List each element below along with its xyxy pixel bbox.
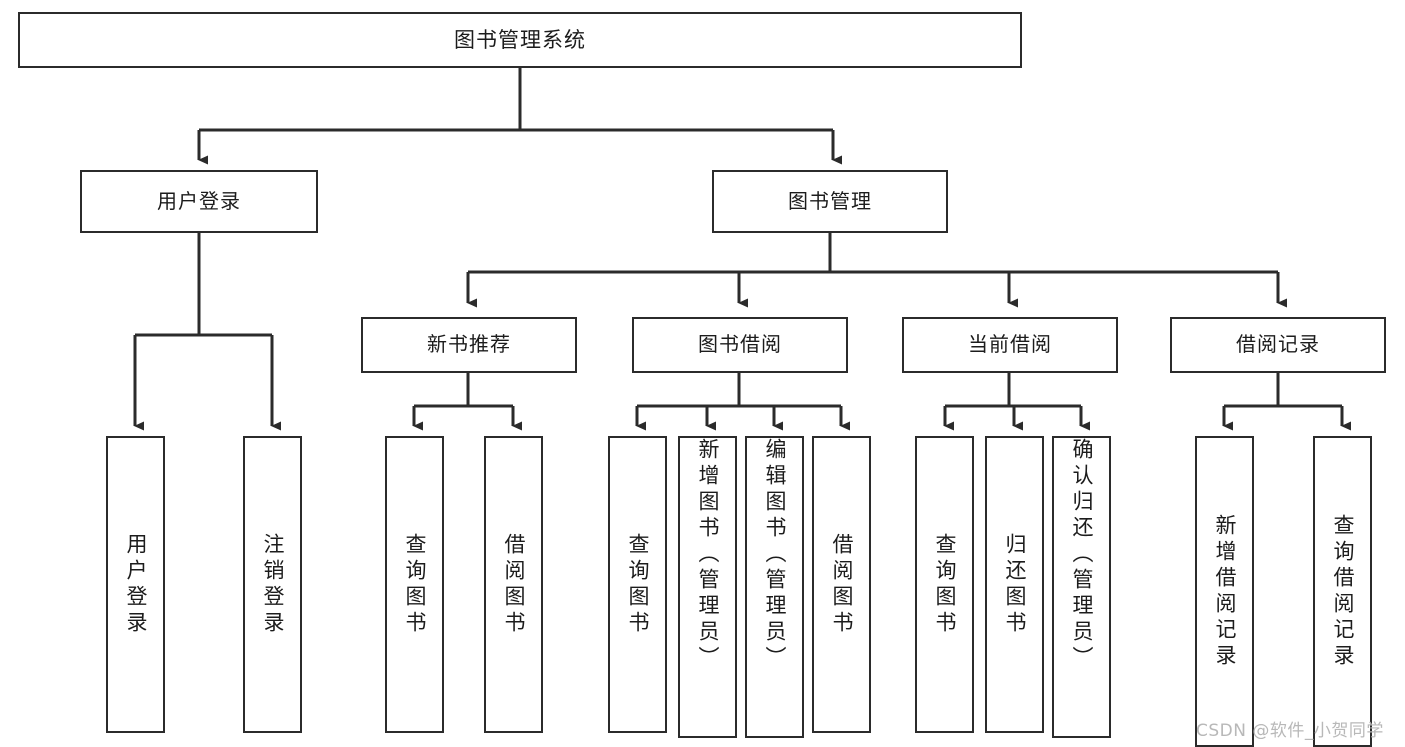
leaf-user-logout[interactable]: 注销登录 — [243, 436, 302, 733]
node-label: 注销登录 — [261, 532, 285, 637]
node-label: 当前借阅 — [968, 332, 1052, 357]
node-label: 查询图书 — [933, 532, 957, 637]
node-label: 新增借阅记录 — [1213, 513, 1237, 670]
node-label: 查询图书 — [403, 532, 427, 637]
node-label: 编辑图书（管理员） — [763, 438, 787, 672]
node-root-book-management-system[interactable]: 图书管理系统 — [18, 12, 1022, 68]
node-label: 借阅图书 — [502, 532, 526, 637]
leaf-borrow-book-recommend[interactable]: 借阅图书 — [484, 436, 543, 733]
leaf-query-book-recommend[interactable]: 查询图书 — [385, 436, 444, 733]
node-label: 查询图书 — [626, 532, 650, 637]
leaf-query-book-current[interactable]: 查询图书 — [915, 436, 974, 733]
node-book-management[interactable]: 图书管理 — [712, 170, 948, 233]
csdn-watermark: CSDN @软件_小贺同学 — [1196, 721, 1384, 741]
node-user-login[interactable]: 用户登录 — [80, 170, 318, 233]
node-label: 查询借阅记录 — [1331, 513, 1355, 670]
leaf-borrow-book[interactable]: 借阅图书 — [812, 436, 871, 733]
node-label: 新书推荐 — [427, 332, 511, 357]
leaf-user-login[interactable]: 用户登录 — [106, 436, 165, 733]
node-new-book-recommend[interactable]: 新书推荐 — [361, 317, 577, 373]
node-borrow-record[interactable]: 借阅记录 — [1170, 317, 1386, 373]
node-label: 图书管理系统 — [454, 27, 586, 52]
node-label: 用户登录 — [157, 188, 241, 213]
node-label: 新增图书（管理员） — [696, 438, 720, 672]
leaf-return-book[interactable]: 归还图书 — [985, 436, 1044, 733]
leaf-add-borrow-record[interactable]: 新增借阅记录 — [1195, 436, 1254, 747]
node-label: 图书借阅 — [698, 332, 782, 357]
node-label: 借阅记录 — [1236, 332, 1320, 357]
node-label: 用户登录 — [124, 532, 148, 637]
node-label: 图书管理 — [788, 188, 872, 213]
leaf-confirm-return-admin[interactable]: 确认归还（管理员） — [1052, 436, 1111, 738]
leaf-add-book-admin[interactable]: 新增图书（管理员） — [678, 436, 737, 738]
node-current-borrow[interactable]: 当前借阅 — [902, 317, 1118, 373]
node-label: 借阅图书 — [830, 532, 854, 637]
leaf-query-borrow-record[interactable]: 查询借阅记录 — [1313, 436, 1372, 747]
node-label: 确认归还（管理员） — [1070, 438, 1094, 672]
node-label: 归还图书 — [1003, 532, 1027, 637]
leaf-edit-book-admin[interactable]: 编辑图书（管理员） — [745, 436, 804, 738]
node-book-borrow[interactable]: 图书借阅 — [632, 317, 848, 373]
leaf-query-book-borrow[interactable]: 查询图书 — [608, 436, 667, 733]
